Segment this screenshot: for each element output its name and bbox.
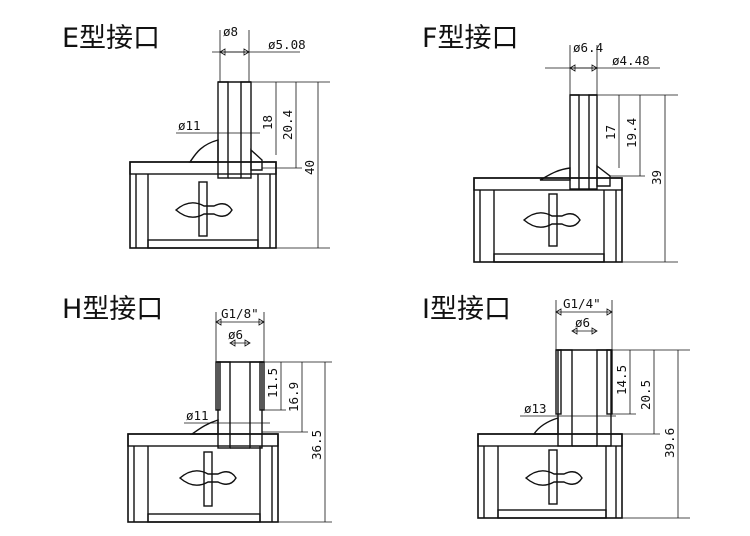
panel-h-dim-total: 36.5 <box>309 430 324 460</box>
panel-e-dim-bore: ø5.08 <box>268 37 306 52</box>
panel-f-dim-inner: 17 <box>603 125 618 140</box>
panel-e-dim-head: ø8 <box>223 24 238 39</box>
panel-e: E型接口 ø8 ø5.08 ø11 18 <box>62 23 330 249</box>
panel-e-dim-stem: 20.4 <box>280 110 295 140</box>
panel-i-dim-base: ø13 <box>524 401 547 416</box>
panel-h-dim-inner: 11.5 <box>265 368 280 398</box>
panel-e-title: E型接口 <box>62 23 160 54</box>
panel-e-dim-inner: 18 <box>260 115 275 130</box>
panel-f-dim-bore: ø4.48 <box>612 53 650 68</box>
panel-i-dim-stem: 20.5 <box>638 380 653 410</box>
panel-i-dim-thread: G1/4" <box>563 296 601 311</box>
panel-e-dim-base: ø11 <box>178 118 201 133</box>
panel-i-dim-inner: 14.5 <box>614 365 629 395</box>
panel-i-dim-bore: ø6 <box>575 315 590 330</box>
panel-i-title: I型接口 <box>422 294 511 325</box>
panel-h-dim-thread: G1/8" <box>221 306 259 321</box>
panel-e-dim-total: 40 <box>302 160 317 175</box>
panel-f-dim-head: ø6.4 <box>573 40 603 55</box>
panel-f: F型接口 ø6.4 ø4.48 17 19.4 39 <box>422 23 678 263</box>
panel-h: H型接口 G1/8" ø6 ø11 11.5 16.9 <box>62 294 332 523</box>
panel-f-dim-stem: 19.4 <box>624 118 639 148</box>
panel-i: I型接口 G1/4" ø6 ø13 14.5 20.5 <box>422 294 690 519</box>
panel-f-title: F型接口 <box>422 23 519 54</box>
panel-h-dim-stem: 16.9 <box>286 382 301 412</box>
panel-h-dim-bore: ø6 <box>228 327 243 342</box>
panel-h-title: H型接口 <box>62 294 163 325</box>
panel-i-dim-total: 39.6 <box>662 428 677 458</box>
panel-f-dim-total: 39 <box>649 170 664 185</box>
panel-h-dim-base: ø11 <box>186 408 209 423</box>
